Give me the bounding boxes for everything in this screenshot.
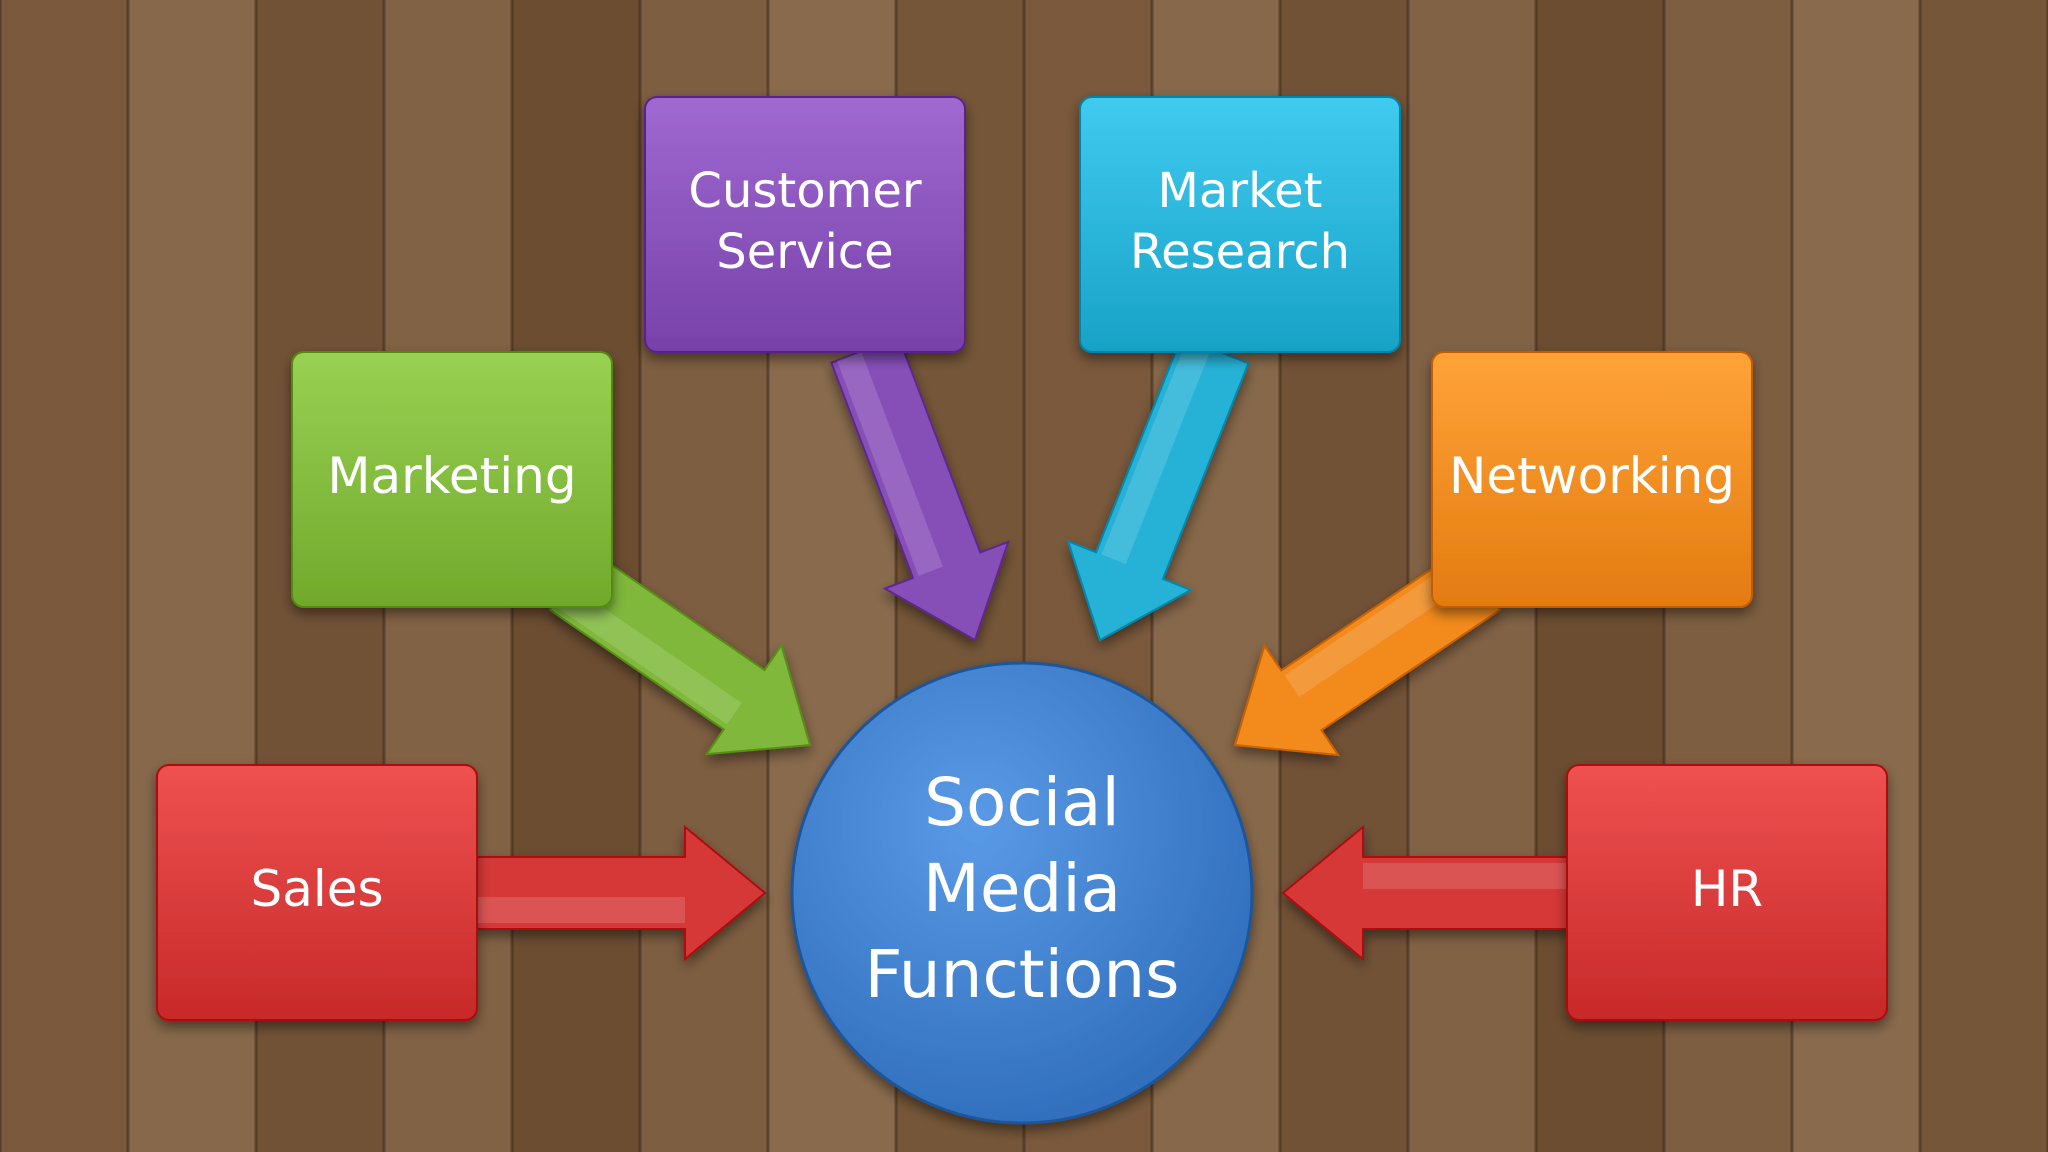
arrow-layer (474, 335, 1571, 962)
arrow-shape-marketing (548, 548, 812, 756)
node-box-hr (1566, 764, 1888, 1021)
node-marketing: Marketing (291, 351, 613, 608)
arrow-marketing (548, 548, 812, 756)
arrow-market-research (1066, 335, 1250, 642)
arrow-shape-sales (474, 824, 767, 962)
node-box-customer-service (644, 96, 966, 353)
node-box-market-research (1079, 96, 1401, 353)
arrow-highlight-marketing (553, 583, 742, 725)
node-box-marketing (291, 351, 613, 608)
center-label: Functions (864, 936, 1179, 1013)
node-label-market-research: Market (1158, 163, 1323, 219)
node-label-marketing: Marketing (327, 447, 576, 505)
node-box-networking (1431, 351, 1753, 608)
arrow-shape-hr (1281, 824, 1571, 962)
node-box-sales (156, 764, 478, 1021)
node-label-customer-service: Customer (688, 163, 921, 219)
arrow-highlight-sales (475, 897, 685, 923)
center-label: Social (924, 764, 1120, 841)
node-hr: HR (1566, 764, 1888, 1021)
arrow-shape-market-research (1066, 335, 1250, 642)
wood-plank (1920, 0, 2048, 1152)
center-circle-shape (790, 661, 1254, 1125)
arrow-highlight-networking (1284, 555, 1478, 697)
node-networking: Networking (1431, 351, 1753, 608)
node-label-networking: Networking (1449, 447, 1735, 505)
arrow-sales (474, 824, 767, 962)
arrow-highlight-market-research (1101, 338, 1212, 565)
node-label-sales: Sales (250, 860, 383, 918)
center-label: Media (923, 850, 1121, 927)
node-sales: Sales (156, 764, 478, 1021)
node-label-market-research: Research (1130, 224, 1350, 280)
arrow-customer-service (830, 335, 1010, 642)
arrow-hr (1281, 824, 1571, 962)
arrow-highlight-hr (1363, 863, 1570, 889)
wood-plank (0, 0, 128, 1152)
arrow-shape-customer-service (830, 335, 1010, 642)
node-label-customer-service: Service (716, 224, 893, 280)
arrow-highlight-customer-service (836, 351, 943, 576)
node-label-hr: HR (1691, 860, 1763, 918)
